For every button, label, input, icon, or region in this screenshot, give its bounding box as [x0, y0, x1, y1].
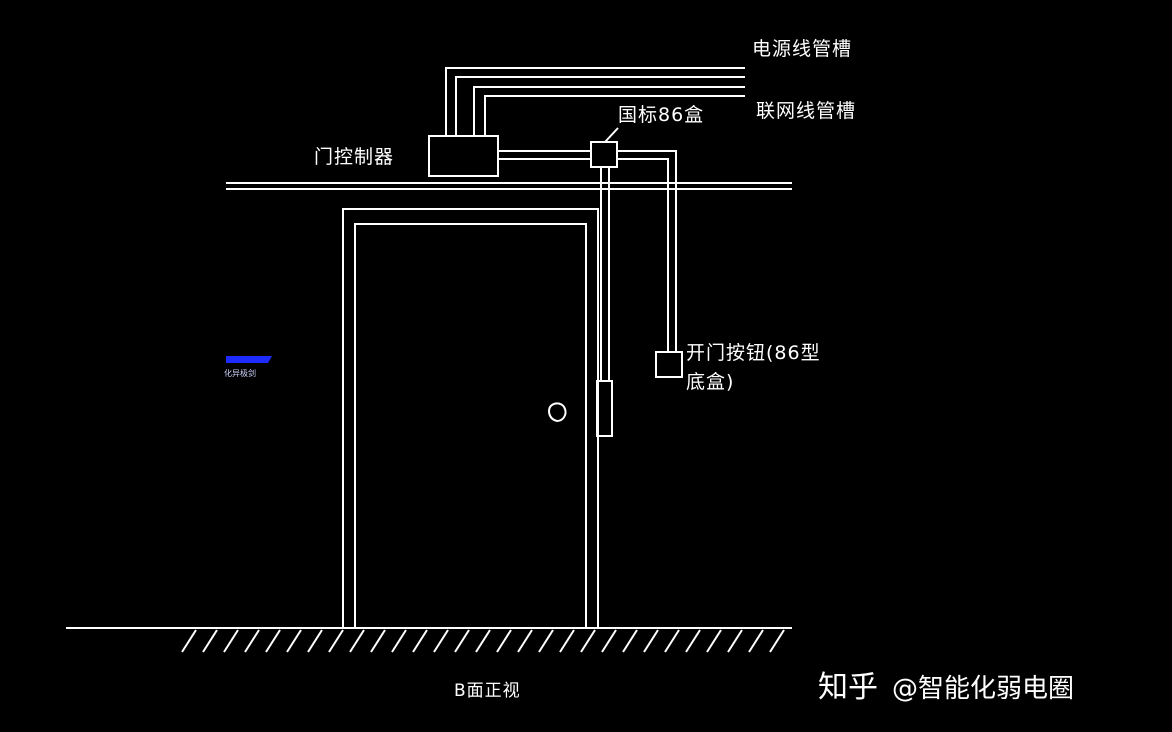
electric-lock [596, 380, 613, 437]
hatch-stroke [223, 629, 239, 653]
button-conduit [617, 150, 677, 352]
hatch-stroke [559, 629, 575, 653]
hatch-stroke [685, 629, 701, 653]
hatch-stroke [496, 629, 512, 653]
blue-note-text: 化异极剑 [224, 369, 256, 378]
door-controller-box [428, 135, 499, 177]
ceiling-line [226, 182, 792, 190]
network-conduit-label: 联网线管槽 [756, 100, 857, 122]
junction-box-label: 国标86盒 [618, 104, 705, 126]
hatch-stroke [769, 629, 785, 653]
watermark-site: 知乎 [818, 670, 878, 705]
hatch-stroke [202, 629, 218, 653]
watermark: 知乎 @智能化弱电圈 [818, 662, 1074, 706]
lock-conduit [600, 167, 610, 381]
hatch-stroke [181, 629, 197, 653]
door-handle-icon [548, 402, 567, 423]
hatch-stroke [412, 629, 428, 653]
view-title: B面正视 [454, 681, 521, 701]
door-controller-label: 门控制器 [314, 146, 395, 168]
hatch-stroke [307, 629, 323, 653]
hatch-stroke [580, 629, 596, 653]
hatch-stroke [706, 629, 722, 653]
hatch-stroke [643, 629, 659, 653]
hatch-stroke [244, 629, 260, 653]
door-frame-outer [342, 208, 599, 628]
hatch-stroke [454, 629, 470, 653]
hatch-stroke [370, 629, 386, 653]
hatch-stroke [601, 629, 617, 653]
watermark-author: @智能化弱电圈 [892, 674, 1075, 704]
hatch-stroke [622, 629, 638, 653]
open-button-box [655, 351, 683, 378]
controller-to-box-conduit [498, 150, 591, 160]
hatch-stroke [664, 629, 680, 653]
hatch-stroke [286, 629, 302, 653]
hatch-stroke [538, 629, 554, 653]
hatch-stroke [727, 629, 743, 653]
floor-hatching [181, 629, 785, 653]
junction-box-86 [590, 141, 618, 168]
hatch-stroke [433, 629, 449, 653]
hatch-stroke [328, 629, 344, 653]
open-button-label-line1: 开门按钮(86型 [686, 342, 821, 364]
hatch-stroke [265, 629, 281, 653]
hatch-stroke [517, 629, 533, 653]
open-button-label-line2: 底盒) [686, 371, 735, 393]
conduit-lines [445, 67, 745, 136]
junction-box-pointer [604, 127, 619, 143]
power-conduit-label: 电源线管槽 [752, 38, 853, 60]
door-leaf [354, 223, 587, 628]
hatch-stroke [391, 629, 407, 653]
blue-mark [226, 356, 272, 363]
hatch-stroke [748, 629, 764, 653]
hatch-stroke [349, 629, 365, 653]
hatch-stroke [475, 629, 491, 653]
